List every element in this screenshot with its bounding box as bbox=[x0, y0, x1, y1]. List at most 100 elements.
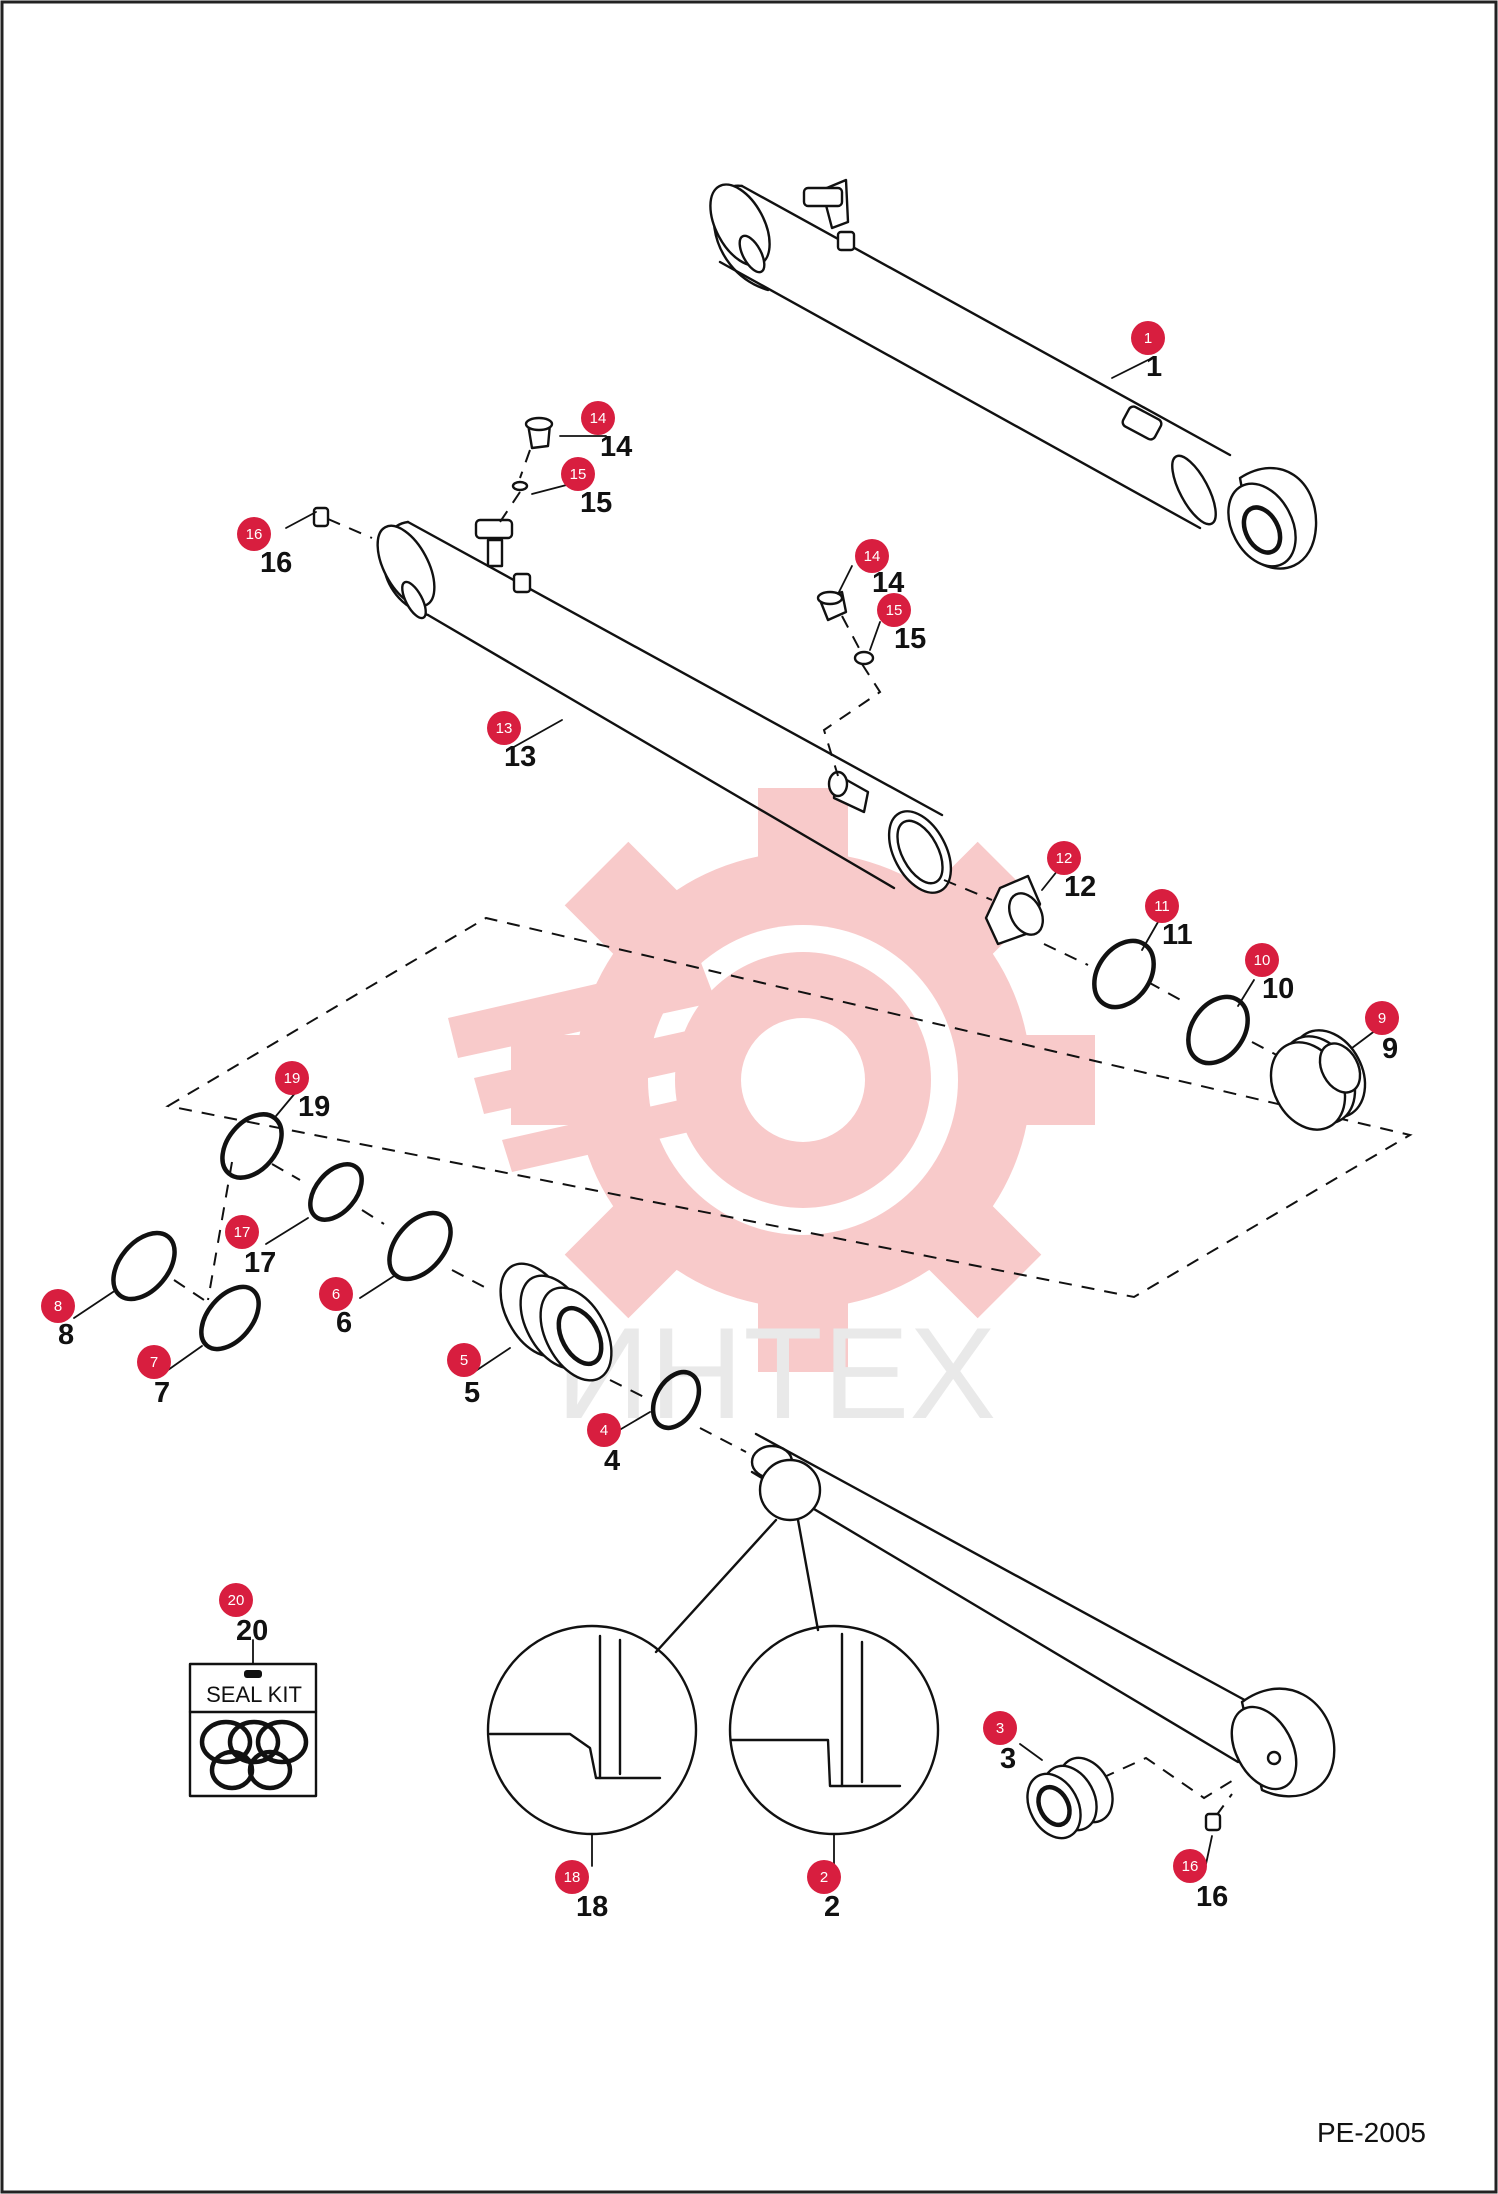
callout-number: 3 bbox=[1000, 1743, 1016, 1775]
callout-badge-number: 2 bbox=[820, 1869, 828, 1886]
callout-badge bbox=[237, 517, 271, 551]
callout-number: 15 bbox=[894, 623, 926, 655]
callout-badge bbox=[1145, 889, 1179, 923]
callout-number: 5 bbox=[464, 1377, 480, 1409]
callout-badge bbox=[561, 457, 595, 491]
dashed-leader-lines bbox=[165, 518, 1413, 1817]
callout-badge-number: 20 bbox=[228, 1592, 245, 1609]
callout-number: 14 bbox=[872, 567, 904, 599]
callout-badge bbox=[855, 539, 889, 573]
callout-badge-number: 7 bbox=[150, 1354, 158, 1371]
seal-kit-label: SEAL KIT bbox=[206, 1682, 302, 1707]
callout-number: 20 bbox=[236, 1615, 268, 1647]
callout-8: 88 bbox=[41, 1289, 75, 1351]
callout-number: 9 bbox=[1382, 1033, 1398, 1065]
bushing-part-3 bbox=[1026, 1756, 1114, 1840]
callout-badge-number: 14 bbox=[864, 548, 881, 565]
callout-badge bbox=[807, 1860, 841, 1894]
callout-1: 11 bbox=[1131, 321, 1165, 383]
callout-badge bbox=[1245, 943, 1279, 977]
callout-labels: 1122334455667788991010111112121313141415… bbox=[41, 321, 1399, 1923]
callout-badge-number: 3 bbox=[996, 1720, 1004, 1737]
callout-badge-number: 1 bbox=[1144, 330, 1152, 347]
callout-number: 18 bbox=[576, 1891, 608, 1923]
piston-rod-part-18 bbox=[654, 1432, 1336, 1798]
callout-9: 99 bbox=[1365, 1001, 1399, 1065]
callout-badge bbox=[219, 1583, 253, 1617]
callout-badge-number: 15 bbox=[886, 602, 903, 619]
o-ring-11 bbox=[1092, 938, 1156, 1010]
callout-badge bbox=[555, 1860, 589, 1894]
callout-number: 2 bbox=[824, 1891, 840, 1923]
callout-badge bbox=[983, 1711, 1017, 1745]
callout-4: 44 bbox=[587, 1413, 621, 1477]
callout-badge-number: 4 bbox=[600, 1422, 608, 1439]
callout-badge-number: 9 bbox=[1378, 1010, 1386, 1027]
intekh-watermark-logo: ИНТЕХ bbox=[448, 788, 1095, 1446]
seal-17 bbox=[308, 1162, 364, 1222]
callout-badge-number: 12 bbox=[1056, 850, 1073, 867]
callout-badge bbox=[319, 1277, 353, 1311]
wiper-4 bbox=[650, 1369, 702, 1431]
callout-badge bbox=[587, 1413, 621, 1447]
callout-badge-number: 6 bbox=[332, 1286, 340, 1303]
detail-magnifiers bbox=[486, 1624, 940, 1867]
callout-badge-number: 8 bbox=[54, 1298, 62, 1315]
o-ring-7 bbox=[199, 1284, 261, 1352]
callout-number: 16 bbox=[1196, 1881, 1228, 1913]
callout-badge bbox=[41, 1289, 75, 1323]
callout-badge bbox=[275, 1061, 309, 1095]
callout-badge-number: 16 bbox=[246, 526, 263, 543]
nut-part-12 bbox=[984, 874, 1044, 946]
callout-badge bbox=[1173, 1849, 1207, 1883]
watermark-text: ИНТЕХ bbox=[556, 1300, 996, 1446]
cylinder-assembly-part-1 bbox=[709, 178, 1318, 570]
callout-badge-number: 10 bbox=[1254, 952, 1271, 969]
callout-badge-number: 19 bbox=[284, 1070, 301, 1087]
o-ring-8 bbox=[111, 1230, 177, 1302]
callout-badge bbox=[1365, 1001, 1399, 1035]
callout-number: 16 bbox=[260, 547, 292, 579]
o-ring-6 bbox=[387, 1210, 453, 1282]
o-ring-19 bbox=[220, 1112, 284, 1180]
callout-badge bbox=[487, 711, 521, 745]
callout-badge bbox=[581, 401, 615, 435]
callout-badge-number: 18 bbox=[564, 1869, 581, 1886]
callout-badge bbox=[447, 1343, 481, 1377]
callout-number: 7 bbox=[154, 1377, 170, 1409]
callout-badge-number: 5 bbox=[460, 1352, 468, 1369]
barrel-part-13 bbox=[376, 518, 953, 894]
callout-number: 17 bbox=[244, 1247, 276, 1279]
callout-2: 22 bbox=[807, 1860, 841, 1923]
callout-number: 10 bbox=[1262, 973, 1294, 1005]
callout-5: 55 bbox=[447, 1343, 481, 1409]
detail-circle-18 bbox=[486, 1624, 698, 1836]
piston-part-9 bbox=[1269, 1029, 1367, 1131]
callout-number: 4 bbox=[604, 1445, 620, 1477]
callout-badge bbox=[225, 1215, 259, 1249]
callout-badge-number: 17 bbox=[234, 1224, 251, 1241]
callout-number: 15 bbox=[580, 487, 612, 519]
callout-badge bbox=[877, 593, 911, 627]
callout-number: 1 bbox=[1146, 351, 1162, 383]
callout-badge-number: 16 bbox=[1182, 1858, 1199, 1875]
callout-number: 12 bbox=[1064, 871, 1096, 903]
callout-badge bbox=[1131, 321, 1165, 355]
gland-part-5 bbox=[499, 1262, 613, 1382]
callout-number: 8 bbox=[58, 1319, 74, 1351]
callout-badge-number: 15 bbox=[570, 466, 587, 483]
callout-badge-number: 14 bbox=[590, 410, 607, 427]
